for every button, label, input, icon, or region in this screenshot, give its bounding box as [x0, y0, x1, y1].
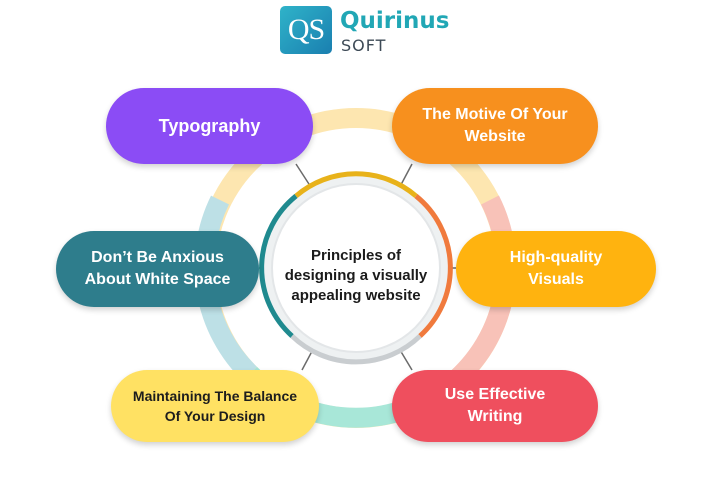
principle-label: Typography	[158, 115, 261, 136]
principle-balance: Maintaining The Balance Of Your Design	[111, 370, 319, 442]
principle-typography: Typography	[106, 88, 313, 164]
principle-white-space: Don’t Be Anxious About White Space	[56, 231, 259, 307]
logo-mark: QS	[280, 6, 332, 54]
principle-writing: Use Effective Writing	[392, 370, 598, 442]
principle-label: High-quality Visuals	[509, 249, 603, 288]
center-topic-text: Principles of designing a visually appea…	[284, 247, 428, 304]
logo-subtitle: SOFT	[341, 36, 387, 55]
inner-arc-bottom	[290, 334, 422, 365]
center-topic: Principles of designing a visually appea…	[264, 194, 448, 358]
principle-motive: The Motive Of Your Website	[392, 88, 598, 164]
inner-arc-left	[259, 194, 298, 338]
principle-label: The Motive Of Your Website	[422, 106, 568, 145]
logo-name: Quirinus	[340, 8, 450, 34]
principle-label: Don’t Be Anxious About White Space	[84, 249, 231, 288]
inner-arc-right	[414, 194, 453, 338]
principle-label: Use Effective Writing	[444, 386, 546, 425]
inner-circle	[271, 183, 441, 353]
principle-visuals: High-quality Visuals	[456, 231, 656, 307]
inner-arc-top	[294, 171, 418, 198]
principle-label: Maintaining The Balance Of Your Design	[132, 388, 298, 424]
